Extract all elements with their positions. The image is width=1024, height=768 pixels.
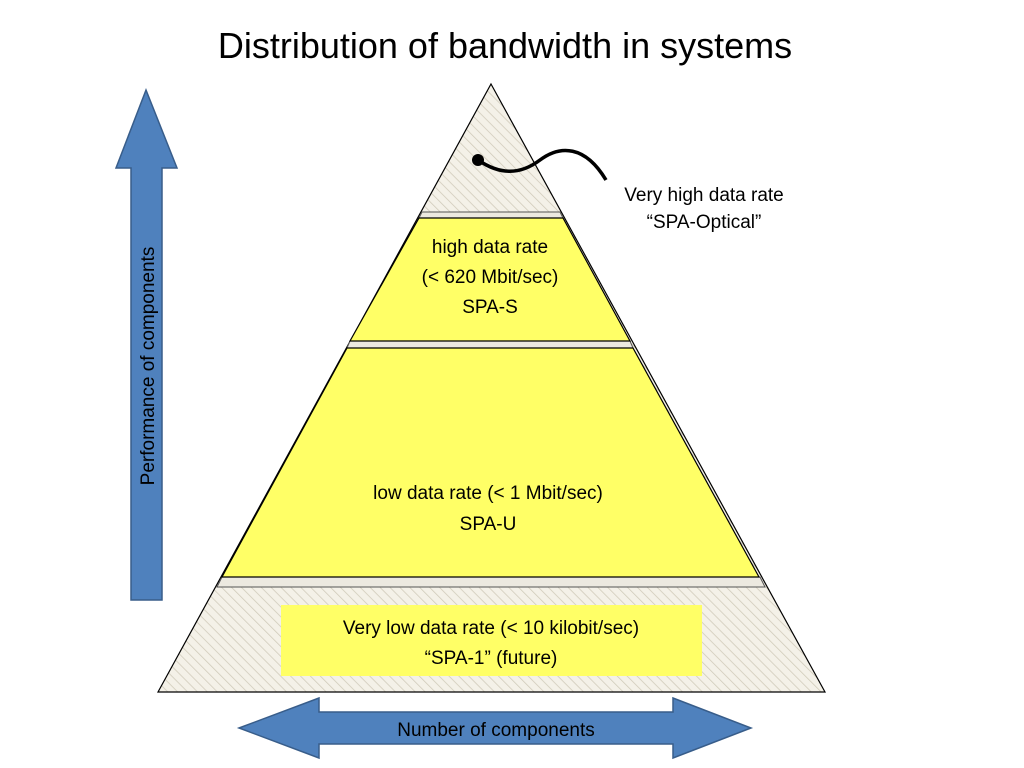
top-tier-pointer-line xyxy=(477,148,608,181)
low-tier-line2: SPA-U xyxy=(460,514,517,535)
top-tier-pointer-dot xyxy=(472,154,484,166)
separator-band-2 xyxy=(346,340,634,349)
tier-high-data-rate xyxy=(348,217,632,342)
separator-band-1 xyxy=(418,211,564,219)
top-tier-label-line1: Very high data rate xyxy=(624,185,784,206)
separator-band-3 xyxy=(216,576,766,588)
vertical-arrow-up-icon xyxy=(114,87,179,601)
tier-very-low-data-rate-box xyxy=(281,605,702,676)
top-tier-label-line2: “SPA-Optical” xyxy=(647,212,762,233)
tier-low-data-rate xyxy=(220,347,761,578)
horizontal-double-arrow-icon xyxy=(236,696,754,760)
base-tier-line1: Very low data rate (< 10 kilobit/sec) xyxy=(343,618,639,639)
vertical-axis-label: Performance of components xyxy=(138,247,159,486)
low-tier-line1: low data rate (< 1 Mbit/sec) xyxy=(373,483,603,504)
slide-title: Distribution of bandwidth in systems xyxy=(218,25,792,66)
base-tier-line2: “SPA-1” (future) xyxy=(425,648,558,669)
high-tier-line2: (< 620 Mbit/sec) xyxy=(422,267,559,288)
high-tier-line3: SPA-S xyxy=(462,297,518,318)
high-tier-line1: high data rate xyxy=(432,237,548,258)
horizontal-axis-label: Number of components xyxy=(397,720,595,741)
